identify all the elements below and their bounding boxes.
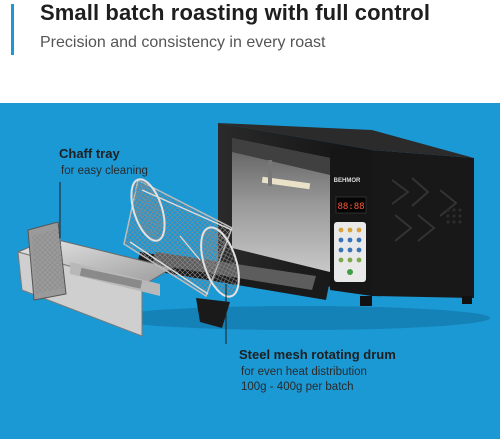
control-keypad (334, 222, 366, 282)
chaff-tray-caption: for easy cleaning (61, 165, 148, 177)
chaff-tray (16, 221, 174, 337)
brand-logo-text: BEHMOR (334, 178, 361, 184)
drum-caption-line-2: 100g - 400g per batch (241, 381, 354, 393)
display-readout: 88:88 (337, 202, 364, 212)
header-accent-bar (11, 4, 14, 55)
chaff-tray-title: Chaff tray (59, 146, 120, 161)
control-display: 88:88 BEHMOR (334, 178, 367, 214)
page-subtitle: Precision and consistency in every roast (40, 34, 326, 51)
drum-caption-line-1: for even heat distribution (241, 366, 367, 378)
page-title: Small batch roasting with full control (40, 0, 431, 25)
header: Small batch roasting with full control P… (0, 0, 500, 100)
oven-body (218, 123, 474, 306)
steel-mesh-drum (123, 178, 240, 298)
drum-title: Steel mesh rotating drum (239, 347, 396, 362)
